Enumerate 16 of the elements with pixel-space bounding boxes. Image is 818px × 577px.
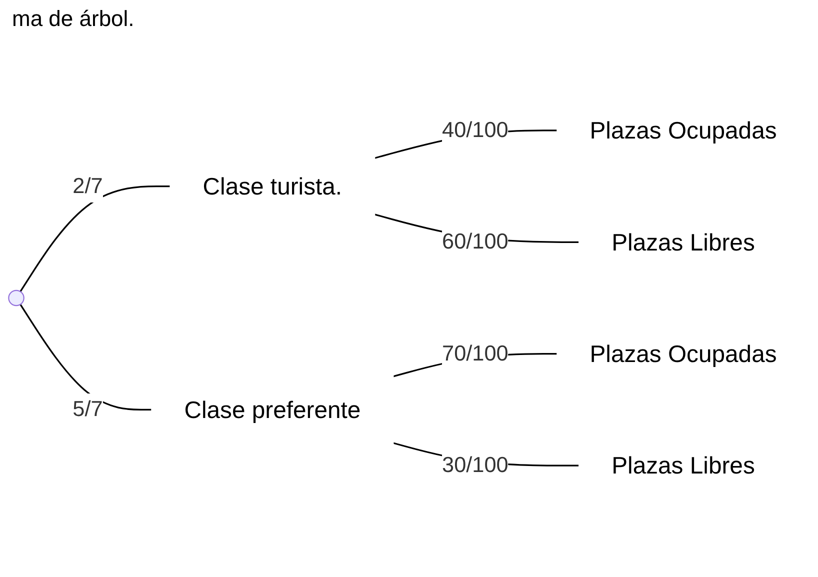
heading-fragment: ma de árbol. — [12, 6, 134, 31]
node-text: Clase preferente — [184, 396, 361, 424]
connector — [20, 304, 152, 411]
node-text: Clase turista. — [202, 172, 342, 200]
edge-label: 40/100 — [442, 118, 508, 142]
edge-label: 30/100 — [442, 454, 508, 478]
edge-label: 70/100 — [442, 342, 508, 366]
node-text: Plazas Ocupadas — [590, 116, 777, 144]
edge-label: 5/7 — [72, 398, 103, 422]
edge-label: 2/7 — [72, 174, 103, 198]
node-text: Plazas Libres — [612, 452, 755, 480]
node-text: Plazas Libres — [612, 228, 755, 256]
edge-label: 60/100 — [442, 230, 508, 254]
node-text: Plazas Ocupadas — [590, 340, 777, 368]
connector — [20, 185, 170, 292]
node-point — [8, 290, 24, 306]
